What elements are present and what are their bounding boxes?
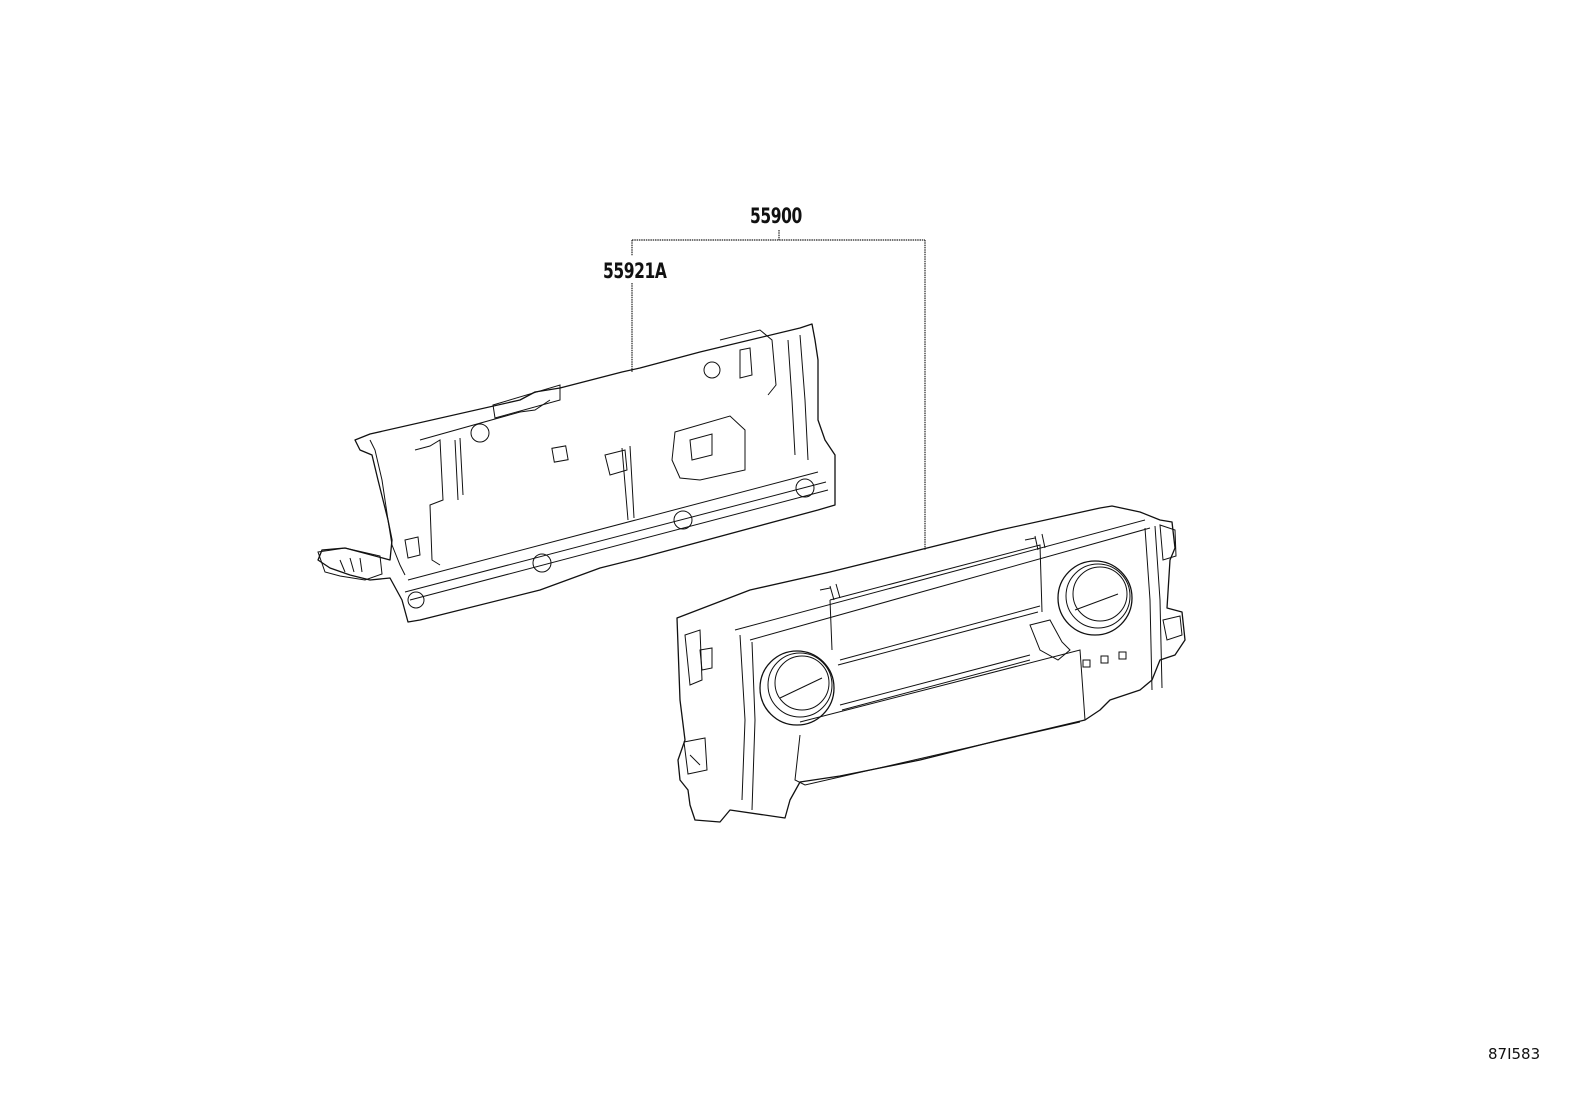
control-panel-55900-drawing[interactable] (676, 505, 1186, 823)
callout-label-55921A[interactable]: 55921A (603, 259, 667, 283)
callout-label-55900[interactable]: 55900 (750, 204, 802, 228)
callout-leaders (631, 230, 926, 550)
diagram-reference-code: 87I583 (1488, 1045, 1541, 1063)
bracket-55921A-drawing[interactable] (317, 323, 836, 623)
